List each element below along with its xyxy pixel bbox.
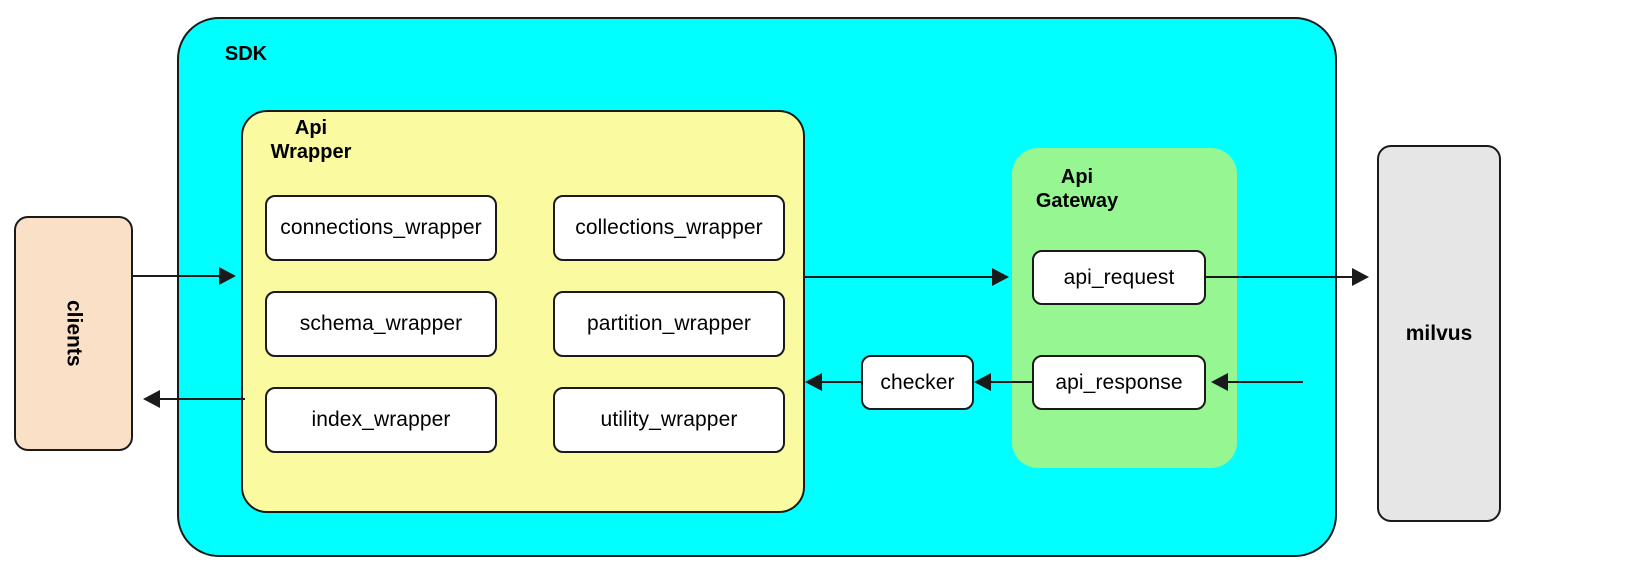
arrow-clients-to-sdk-line [133, 275, 223, 277]
node-milvus-label: milvus [1405, 321, 1473, 345]
module-label: schema_wrapper [299, 312, 463, 335]
module-label: utility_wrapper [600, 408, 738, 431]
module-collections-wrapper[interactable]: collections_wrapper [553, 195, 785, 261]
arrow-checker-to-wrapper-line [822, 381, 861, 383]
module-schema-wrapper[interactable]: schema_wrapper [265, 291, 497, 357]
module-checker[interactable]: checker [861, 355, 974, 410]
module-api-response[interactable]: api_response [1032, 355, 1206, 410]
arrow-api-request-to-milvus-head [1352, 268, 1369, 286]
arrow-wrapper-to-gateway-head [992, 268, 1009, 286]
module-label: collections_wrapper [575, 216, 763, 239]
module-connections-wrapper[interactable]: connections_wrapper [265, 195, 497, 261]
node-clients[interactable]: clients [14, 216, 133, 451]
arrow-sdk-to-clients-line [160, 398, 245, 400]
arrow-api-request-to-milvus-line [1206, 276, 1356, 278]
module-label: api_response [1055, 370, 1183, 394]
arrow-milvus-to-api-response-line [1228, 381, 1303, 383]
arrow-api-response-to-checker-line [991, 381, 1032, 383]
module-index-wrapper[interactable]: index_wrapper [265, 387, 497, 453]
module-label: connections_wrapper [280, 216, 482, 239]
module-label: index_wrapper [311, 408, 451, 431]
arrow-wrapper-to-gateway-line [805, 276, 996, 278]
module-partition-wrapper[interactable]: partition_wrapper [553, 291, 785, 357]
module-api-request[interactable]: api_request [1032, 250, 1206, 305]
module-label: api_request [1063, 265, 1175, 289]
module-utility-wrapper[interactable]: utility_wrapper [553, 387, 785, 453]
arrow-api-response-to-checker-head [974, 373, 991, 391]
module-label: checker [880, 370, 955, 394]
container-api-gateway [1012, 148, 1237, 468]
arrow-clients-to-sdk-head [219, 267, 236, 285]
node-milvus[interactable]: milvus [1377, 145, 1501, 522]
module-label: partition_wrapper [587, 312, 751, 335]
arrow-checker-to-wrapper-head [805, 373, 822, 391]
node-clients-label: clients [62, 300, 86, 367]
arrow-milvus-to-api-response-head [1211, 373, 1228, 391]
arrow-sdk-to-clients-head [143, 390, 160, 408]
